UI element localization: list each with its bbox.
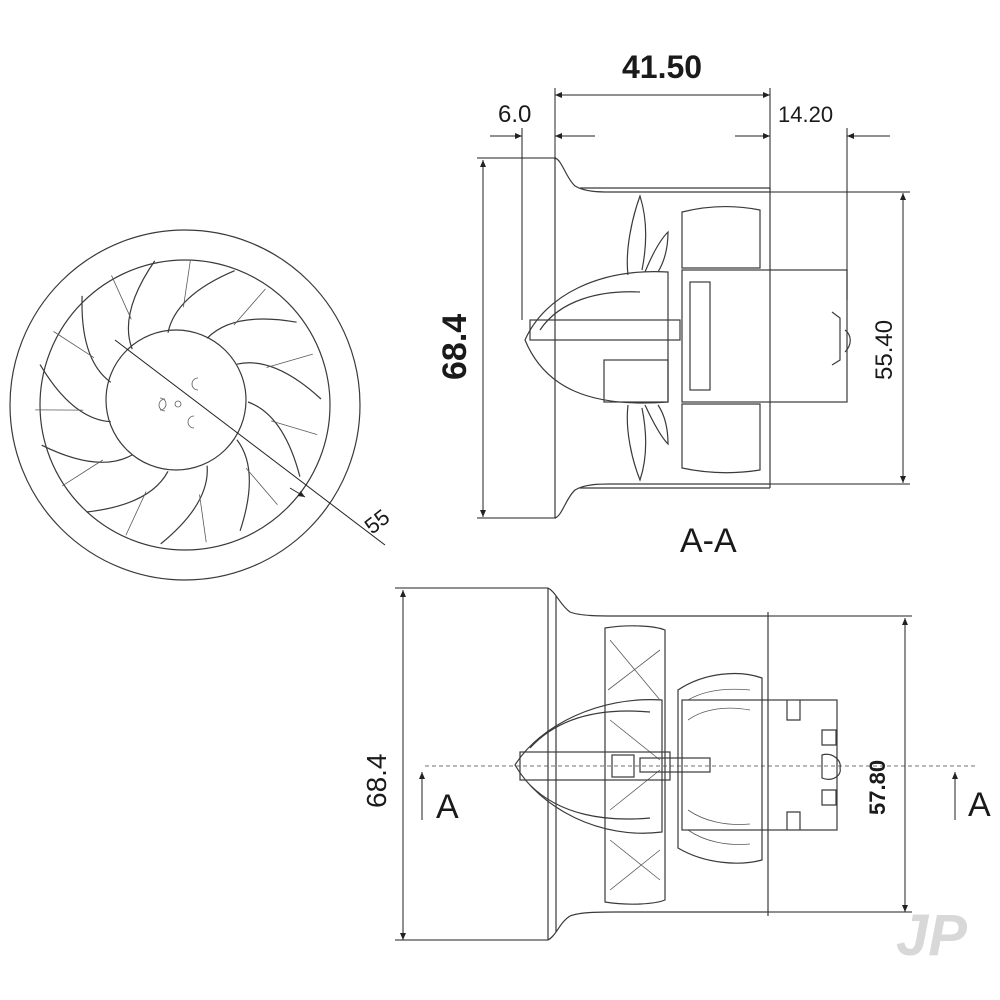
fan-blade-edge [270, 420, 318, 435]
side-outer-diameter-label: 68.4 [361, 754, 392, 809]
side-length-label: 57.80 [865, 760, 890, 815]
fan-blade [160, 465, 208, 545]
side-rotor [604, 625, 666, 905]
hub-holes [158, 377, 199, 429]
section-title: A-A [680, 522, 737, 560]
fan-blade [81, 295, 112, 383]
fan-blade [167, 270, 235, 333]
stator-top [681, 205, 761, 269]
rotor-blade-top [626, 194, 647, 276]
fan-blade-edge [61, 459, 104, 487]
fan-blade-edge [266, 353, 313, 368]
fan-blade [41, 444, 133, 463]
side-duct-bottom [547, 911, 768, 941]
duct-top [554, 157, 770, 193]
inlet-lip-label: 6.0 [498, 101, 531, 128]
front-hub [105, 329, 247, 471]
fan-blade [127, 260, 156, 350]
fan-blade [236, 439, 250, 531]
fan-blades [35, 259, 322, 545]
duct-diameter-label: 55.40 [871, 320, 898, 380]
stator-bottom [681, 403, 761, 474]
section-view: 41.50 6.0 14.20 68.4 55.40 A-A [436, 49, 910, 560]
fan-blade [206, 318, 297, 339]
side-stator [677, 672, 763, 864]
overall-length-label: 41.50 [622, 49, 702, 85]
fan-blade [247, 401, 301, 477]
section-marker-right: A [968, 786, 991, 824]
front-diameter-label: 55 [360, 504, 395, 539]
fan-blade [236, 362, 322, 400]
side-spinner [514, 699, 663, 834]
motor-overhang-label: 14.20 [778, 102, 833, 127]
fan-blade-edge [199, 494, 207, 543]
front-inner-ring [39, 259, 331, 551]
fan-blade-edge [233, 288, 266, 326]
motor-body [681, 269, 848, 403]
side-view: 68.4 57.80 A A [361, 587, 991, 941]
section-outer-diameter-label: 68.4 [436, 314, 474, 380]
section-marker-left: A [436, 788, 459, 826]
fan-blade-edge [111, 275, 132, 320]
front-outer-ring [9, 229, 361, 581]
fan-blade-edge [125, 491, 147, 536]
diameter-leader [114, 339, 386, 546]
fan-blade [39, 364, 111, 423]
duct-bottom [554, 483, 770, 519]
spinner [524, 271, 669, 404]
fan-blade [86, 471, 169, 513]
front-view: 55 [9, 229, 395, 581]
fan-blade-edge [53, 331, 95, 359]
side-duct-top [547, 587, 768, 617]
fan-blade-edge [183, 259, 191, 308]
side-motor [681, 699, 838, 831]
jp-watermark-logo: JP [896, 903, 967, 968]
fan-blade-edge [245, 467, 278, 505]
rotor-blade-bottom [626, 404, 647, 482]
